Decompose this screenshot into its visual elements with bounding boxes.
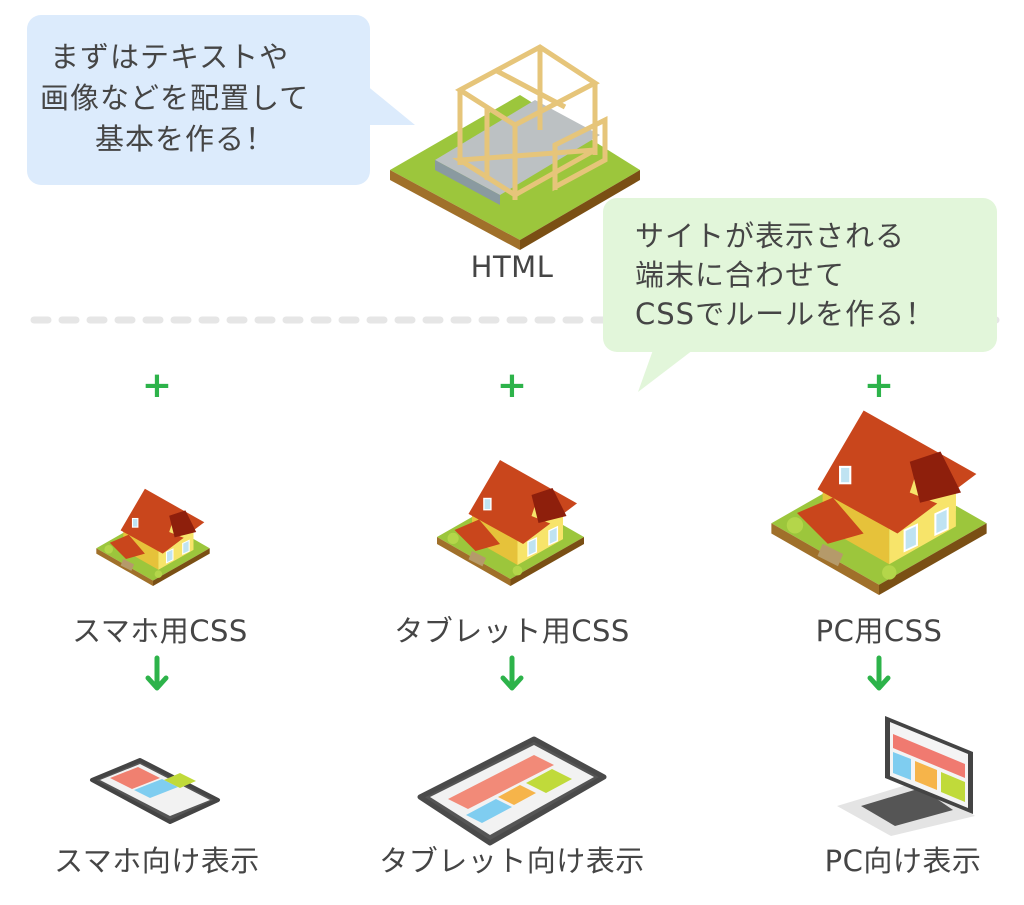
smartphone-css-label: スマホ用CSS — [72, 614, 248, 648]
bubble-line: 基本を作る！ — [95, 122, 276, 156]
large-house-illustration — [765, 390, 993, 595]
tablet-illustration — [417, 736, 607, 846]
plus-icon: + — [141, 365, 173, 406]
tablet-display-label: タブレット向け表示 — [379, 844, 645, 878]
smartphone-display-label: スマホ向け表示 — [54, 844, 260, 878]
tablet-css-label: タブレット用CSS — [394, 614, 630, 648]
bubble-tail — [638, 350, 693, 392]
bubble-tail — [360, 80, 415, 125]
pc-css-label: PC用CSS — [815, 614, 943, 648]
laptop-illustration — [837, 716, 975, 836]
plus-icon: + — [496, 365, 528, 406]
small-house-illustration — [93, 478, 213, 586]
arrow-down-icon — [145, 655, 169, 691]
pc-display-label: PC向け表示 — [824, 844, 982, 878]
bubble-line: CSSでルールを作る！ — [635, 297, 936, 331]
bubble-line: サイトが表示される — [635, 219, 906, 253]
html-note-bubble: まずはテキストや 画像などを配置して 基本を作る！ — [27, 15, 370, 185]
arrow-down-icon — [500, 655, 524, 691]
house-frame-illustration — [390, 44, 640, 250]
css-note-bubble: サイトが表示される 端末に合わせて CSSでルールを作る！ — [603, 198, 997, 352]
divider-line — [30, 316, 1000, 324]
bubble-line: まずはテキストや — [50, 40, 290, 74]
smartphone-illustration — [90, 758, 220, 824]
arrow-down-icon — [867, 655, 891, 691]
bubble-line: 画像などを配置して — [40, 81, 310, 115]
bubble-line: 端末に合わせて — [635, 258, 846, 292]
html-label: HTML — [470, 250, 554, 284]
medium-house-illustration — [428, 446, 593, 586]
plus-icon: + — [863, 365, 895, 406]
